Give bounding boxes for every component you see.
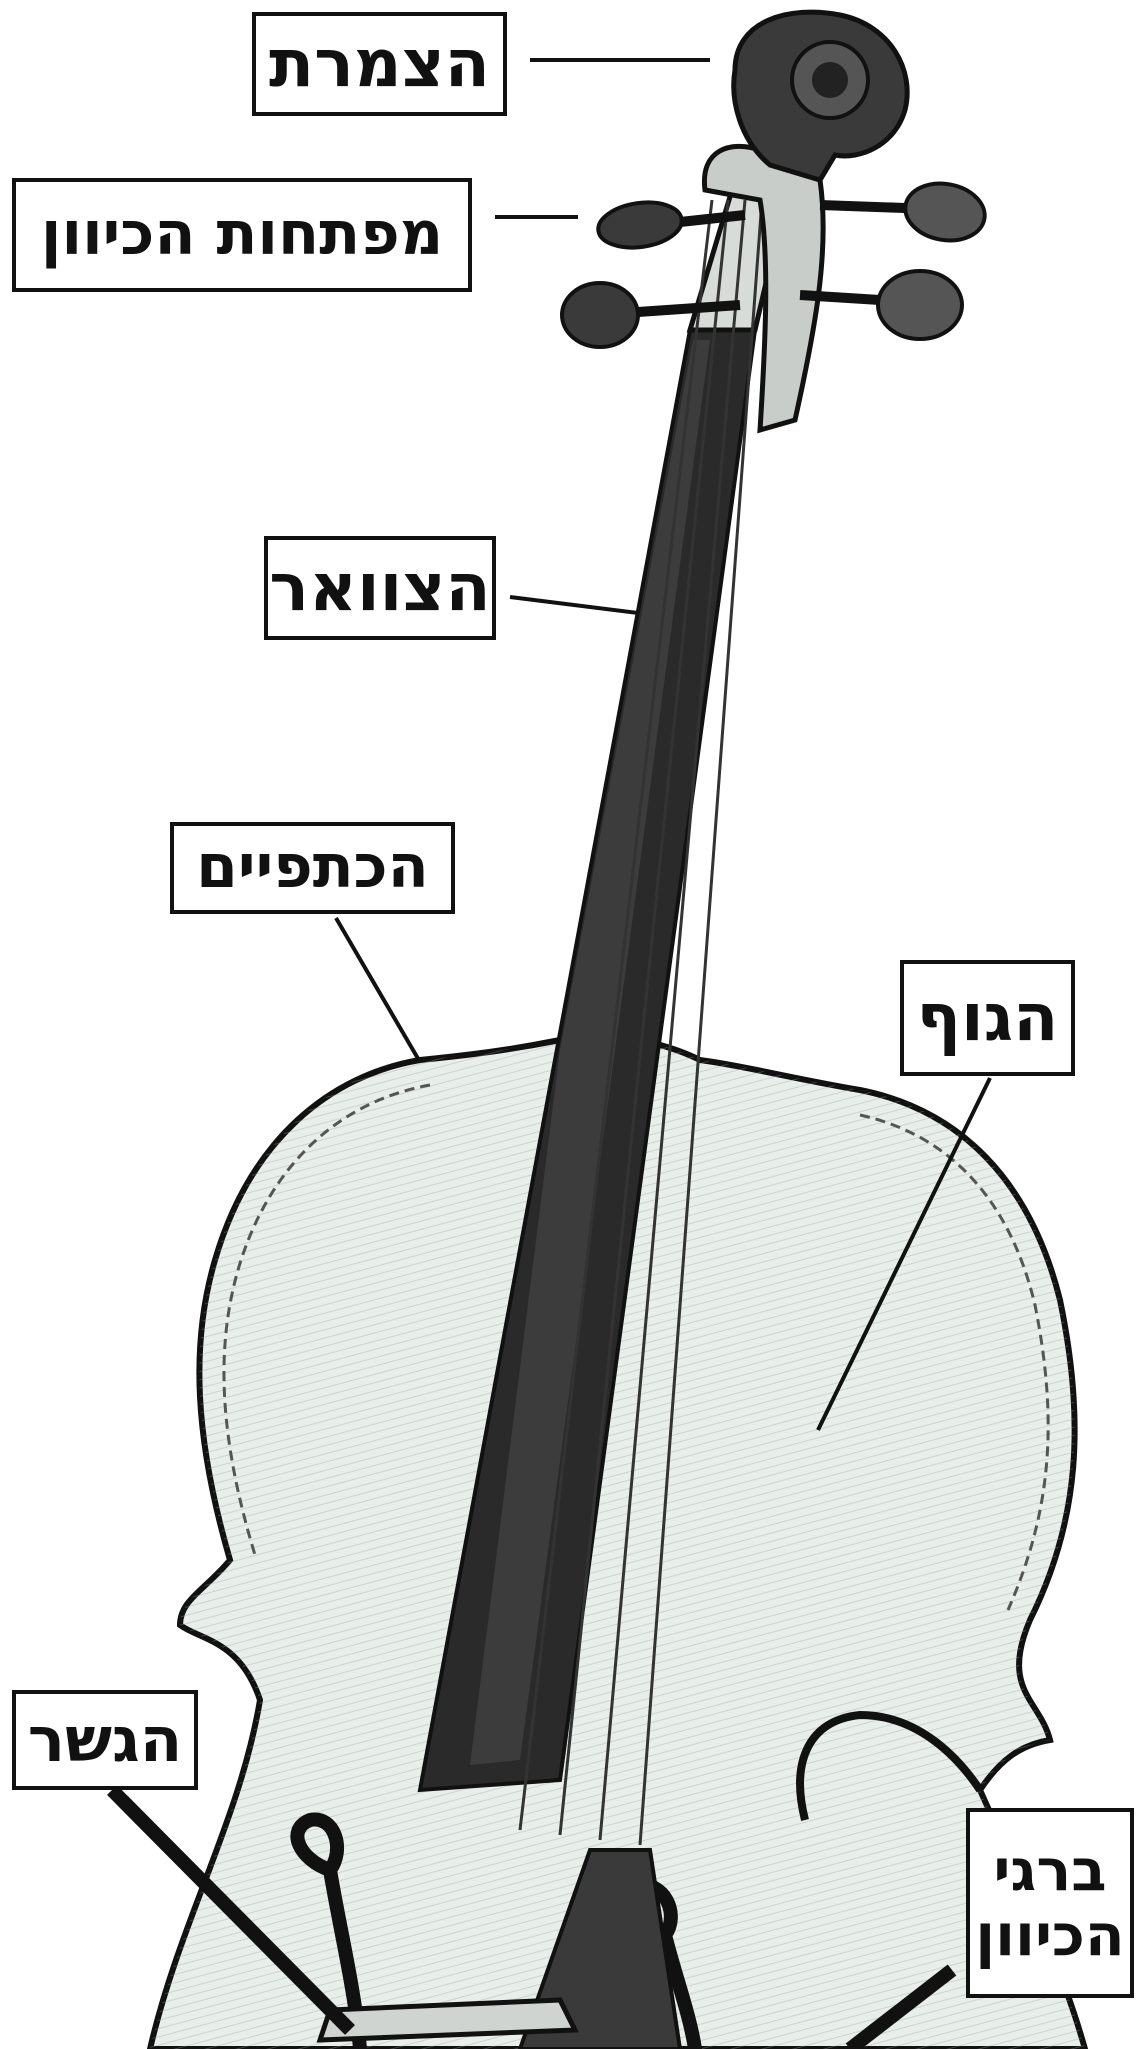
label-tuning-pegs: מפתחות הכיוון — [12, 178, 472, 292]
leader-neck — [510, 597, 638, 613]
label-body: הגוף — [900, 960, 1075, 1076]
label-neck: הצוואר — [264, 536, 496, 640]
leader-shoulders — [336, 918, 420, 1062]
label-bridge: הגשר — [12, 1690, 198, 1790]
label-shoulders: הכתפיים — [170, 822, 455, 914]
scroll — [734, 12, 907, 180]
label-crown: הצמרת — [252, 12, 507, 116]
label-tuning-feet: ברגי הכיוון — [966, 1808, 1134, 1998]
